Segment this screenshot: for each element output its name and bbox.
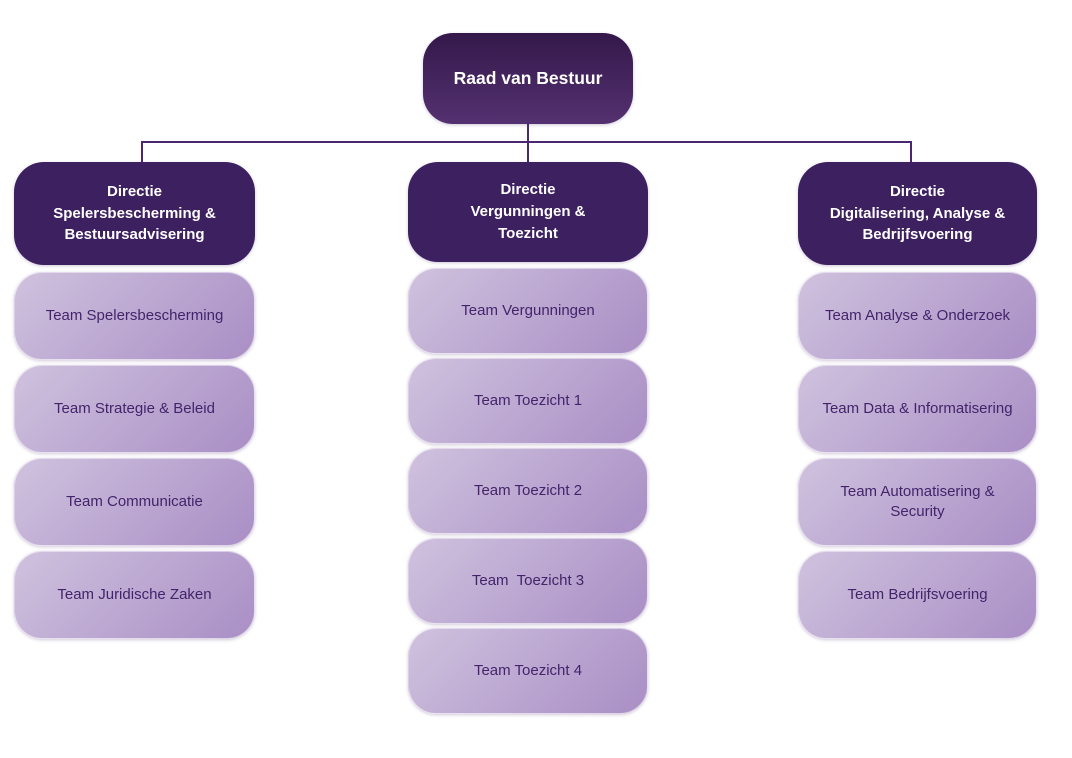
connector-root-stem [527, 123, 529, 142]
directie-label: Directie Spelersbescherming & Bestuursad… [53, 182, 216, 244]
team-label: Team Spelersbescherming [45, 306, 224, 324]
connector-stub-left [141, 141, 143, 162]
team-label: Team Toezicht 3 [471, 571, 585, 589]
team-label: Team Toezicht 2 [473, 481, 583, 499]
team-label: Team Vergunningen [461, 301, 595, 319]
org-node-team-bedrijfsvoering: Team Bedrijfsvoering [798, 551, 1037, 639]
org-node-directie-spelersbescherming: Directie Spelersbescherming & Bestuursad… [14, 162, 255, 265]
team-label: Team Automatisering & Security [840, 482, 999, 520]
team-label: Team Data & Informatisering [822, 399, 1013, 417]
org-node-team-juridische-zaken: Team Juridische Zaken [14, 551, 255, 639]
org-node-team-automatisering-security: Team Automatisering & Security [798, 458, 1037, 546]
team-label: Team Communicatie [66, 492, 203, 510]
org-node-directie-vergunningen-toezicht: Directie Vergunningen & Toezicht [408, 162, 648, 262]
team-label: Team Strategie & Beleid [54, 399, 215, 417]
org-node-team-toezicht-2: Team Toezicht 2 [408, 448, 648, 534]
org-node-team-communicatie: Team Communicatie [14, 458, 255, 546]
org-node-team-toezicht-4: Team Toezicht 4 [408, 628, 648, 714]
connector-stub-middle [527, 141, 529, 162]
org-node-team-toezicht-1: Team Toezicht 1 [408, 358, 648, 444]
org-node-team-spelersbescherming: Team Spelersbescherming [14, 272, 255, 360]
org-node-root-label: Raad van Bestuur [453, 68, 603, 88]
org-node-team-analyse-onderzoek: Team Analyse & Onderzoek [798, 272, 1037, 360]
org-node-root: Raad van Bestuur [423, 33, 633, 124]
team-label: Team Toezicht 1 [473, 391, 583, 409]
connector-horizontal [141, 141, 912, 143]
team-label: Team Bedrijfsvoering [847, 585, 988, 603]
team-label: Team Toezicht 4 [473, 661, 583, 679]
org-node-team-toezicht-3: Team Toezicht 3 [408, 538, 648, 624]
org-node-team-strategie-beleid: Team Strategie & Beleid [14, 365, 255, 453]
directie-label: Directie Vergunningen & Toezicht [470, 181, 586, 242]
connector-stub-right [910, 141, 912, 162]
directie-label: Directie Digitalisering, Analyse & Bedri… [829, 182, 1006, 244]
team-label: Team Analyse & Onderzoek [824, 306, 1011, 324]
org-node-team-data-informatisering: Team Data & Informatisering [798, 365, 1037, 453]
org-node-team-vergunningen: Team Vergunningen [408, 268, 648, 354]
team-label: Team Juridische Zaken [57, 585, 212, 603]
org-node-directie-digitalisering: Directie Digitalisering, Analyse & Bedri… [798, 162, 1037, 265]
